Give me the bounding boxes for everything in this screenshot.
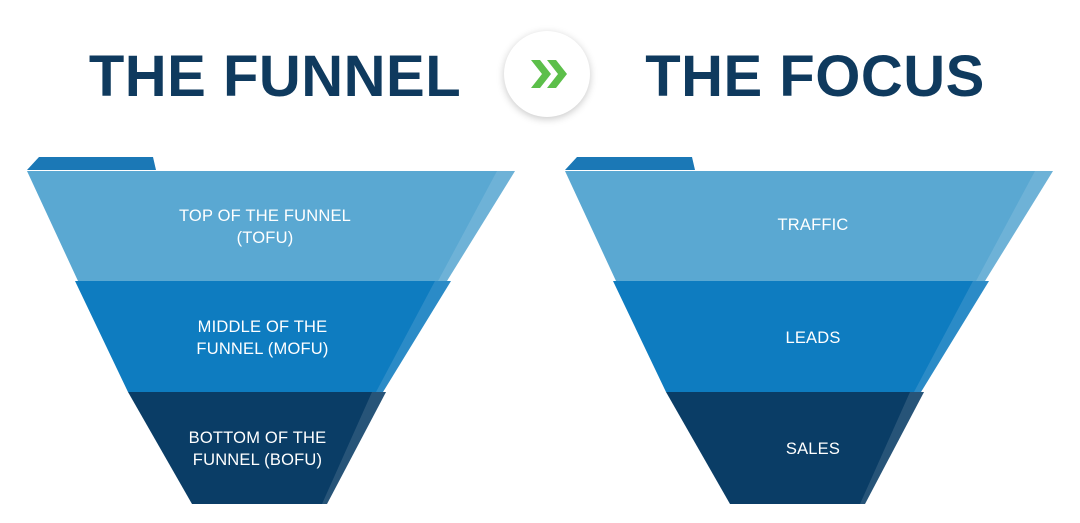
focus-stage-bottom-label: SALES [785, 440, 841, 458]
funnel-stage-middle [75, 281, 451, 392]
focus-stage-middle-highlight [914, 281, 989, 392]
funnel-stage-bottom [128, 392, 386, 504]
focus-stage-middle [613, 281, 989, 392]
funnel-title: THE FUNNEL [88, 44, 462, 109]
funnel-stage-top-label: TOP OF THE FUNNEL (TOFU) [178, 207, 352, 247]
focus-title: THE FOCUS [645, 44, 985, 109]
focus-stage-top-highlight [976, 171, 1053, 281]
focus-stage-top-label: TRAFFIC [777, 216, 849, 234]
funnel-stage-middle-label: MIDDLE OF THE FUNNEL (MOFU) [196, 318, 329, 358]
focus-stage-bottom-highlight [860, 392, 924, 504]
focus-stage-middle-label: LEADS [785, 329, 841, 347]
focus-top-tab [565, 157, 695, 170]
focus-stage-top [565, 171, 1053, 281]
arrow-badge [504, 31, 590, 117]
funnel-stage-top [27, 171, 515, 281]
focus-stage-bottom [666, 392, 924, 504]
funnel-stage-bottom-highlight [322, 392, 386, 504]
funnel-top-tab [27, 157, 156, 170]
funnel-stage-middle-highlight [376, 281, 451, 392]
double-chevron-right-icon [531, 60, 567, 88]
funnel-stage-bottom-label: BOTTOM OF THE FUNNEL (BOFU) [188, 429, 327, 469]
funnel-stage-top-highlight [438, 171, 515, 281]
